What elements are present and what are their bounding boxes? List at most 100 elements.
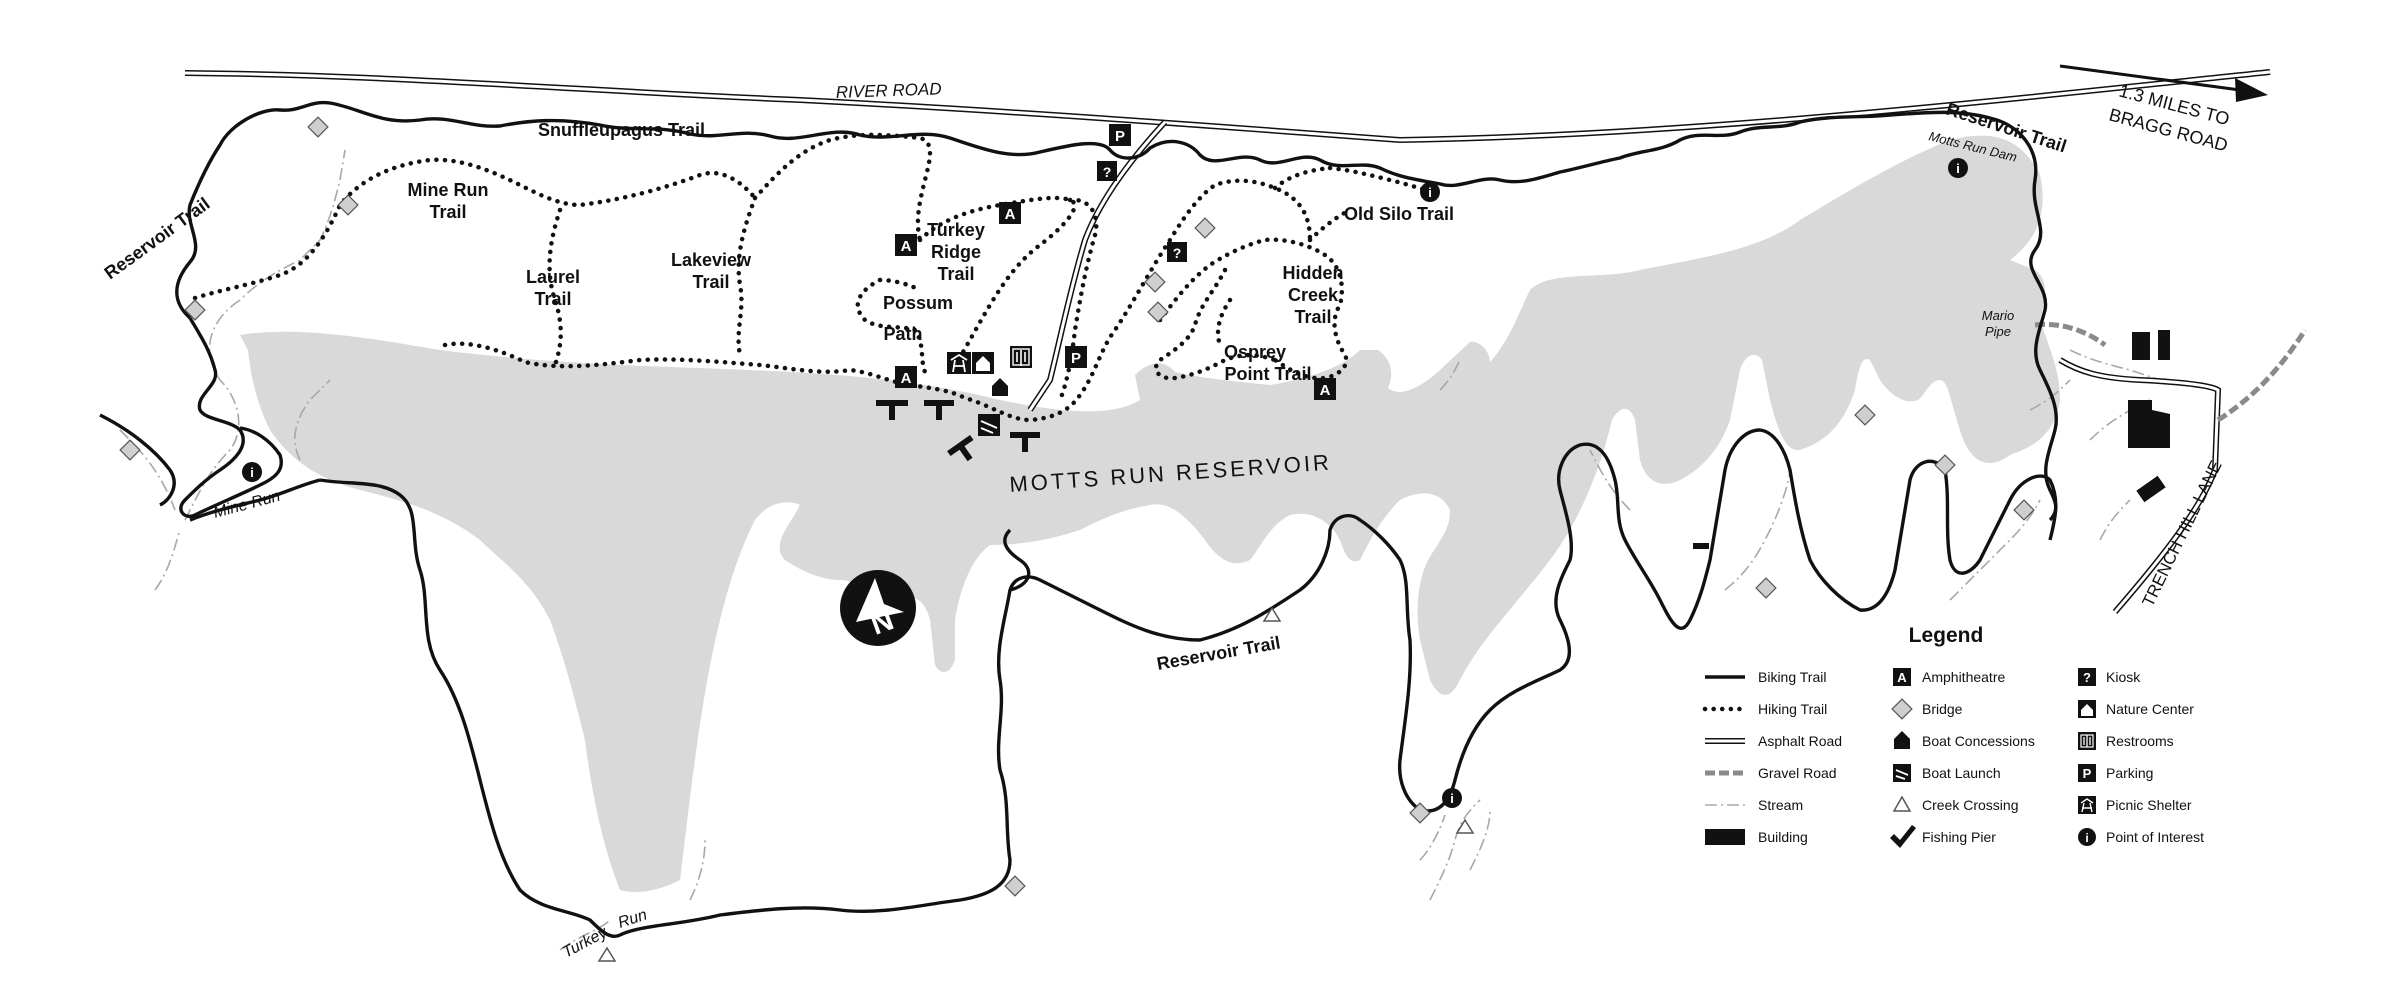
bridge-icon bbox=[1934, 454, 1956, 476]
svg-text:P: P bbox=[1071, 350, 1081, 367]
svg-text:Biking Trail: Biking Trail bbox=[1758, 669, 1826, 685]
svg-text:i: i bbox=[250, 465, 254, 480]
label-laurel-trail-2: Trail bbox=[534, 289, 571, 309]
fishing-pier-icon bbox=[1890, 825, 1916, 848]
trail-possum bbox=[855, 277, 928, 375]
point-of-interest-icon: i bbox=[242, 462, 262, 482]
svg-text:Point of Interest: Point of Interest bbox=[2106, 829, 2204, 845]
legend-item-bridge: Bridge bbox=[1891, 698, 1963, 720]
label-mario-pipe-1: Mario bbox=[1982, 308, 2015, 323]
north-arrow-icon: N bbox=[840, 570, 916, 646]
trail-turkey-ridge bbox=[917, 195, 1099, 403]
fishing-pier-icon bbox=[947, 435, 974, 462]
label-lakeview-trail-2: Trail bbox=[692, 272, 729, 292]
legend-item-nature-center: Nature Center bbox=[2078, 700, 2194, 718]
label-hidden-creek-trail-3: Trail bbox=[1294, 307, 1331, 327]
kiosk-icon: ? bbox=[1097, 161, 1117, 181]
boat-concessions-icon bbox=[992, 378, 1008, 396]
label-hidden-creek-trail-2: Creek bbox=[1288, 285, 1339, 305]
legend-item-boat-concessions: Boat Concessions bbox=[1894, 731, 2035, 749]
trail-shore-hike bbox=[442, 165, 1333, 423]
svg-text:Parking: Parking bbox=[2106, 765, 2153, 781]
stream-mine-branch bbox=[294, 379, 331, 461]
svg-text:Picnic Shelter: Picnic Shelter bbox=[2106, 797, 2192, 813]
legend-item-parking: P Parking bbox=[2078, 764, 2153, 782]
svg-text:i: i bbox=[2085, 831, 2088, 845]
svg-text:Boat Launch: Boat Launch bbox=[1922, 765, 2001, 781]
svg-text:Boat Concessions: Boat Concessions bbox=[1922, 733, 2035, 749]
bragg-road-arrowhead bbox=[2235, 78, 2268, 102]
bridge-icon bbox=[1891, 698, 1913, 720]
buildings bbox=[1693, 330, 2170, 549]
svg-text:Gravel Road: Gravel Road bbox=[1758, 765, 1837, 781]
svg-text:?: ? bbox=[1103, 164, 1112, 180]
amphitheatre-icon: A bbox=[1314, 378, 1336, 400]
bridge-icon bbox=[2013, 499, 2035, 521]
svg-text:?: ? bbox=[2083, 670, 2091, 685]
bridge-icon bbox=[337, 194, 359, 216]
trail-laurel bbox=[547, 207, 564, 368]
river-road bbox=[184, 69, 2271, 144]
creek-crossing-icon bbox=[1892, 795, 1912, 812]
svg-text:A: A bbox=[1897, 670, 1907, 685]
legend-item-fishing-pier: Fishing Pier bbox=[1890, 825, 1996, 848]
legend-item-stream: Stream bbox=[1705, 797, 1803, 813]
amphitheatre-icon: A bbox=[999, 202, 1021, 224]
legend-title: Legend bbox=[1909, 624, 1984, 647]
gravel-road-east bbox=[2216, 328, 2308, 423]
fishing-pier-icon bbox=[876, 400, 908, 420]
trail-reservoir-west bbox=[99, 317, 283, 518]
restrooms-icon bbox=[1010, 346, 1032, 368]
svg-text:P: P bbox=[1115, 128, 1125, 145]
svg-text:Asphalt Road: Asphalt Road bbox=[1758, 733, 1842, 749]
bridge-icon bbox=[1144, 271, 1166, 293]
label-osprey-point-trail-1: Osprey bbox=[1224, 342, 1286, 362]
stream-mine-run bbox=[184, 149, 346, 521]
amphitheatre-icon: A bbox=[895, 366, 917, 388]
bragg-road-arrow bbox=[2059, 64, 2241, 92]
trail-snuffleupagus bbox=[175, 100, 2058, 522]
trail-reservoir-southwest bbox=[189, 478, 321, 522]
bridge-icon bbox=[1004, 875, 1026, 897]
stream-south-creek bbox=[1419, 799, 1491, 901]
svg-text:A: A bbox=[901, 238, 912, 255]
hiking-trails bbox=[192, 132, 1438, 423]
svg-text:Hiking Trail: Hiking Trail bbox=[1758, 701, 1827, 717]
stream-mine-run-2 bbox=[119, 429, 181, 591]
reservoir-water bbox=[240, 135, 2060, 892]
boat-launch-icon bbox=[978, 414, 1000, 436]
bridge-icon bbox=[184, 299, 206, 321]
svg-text:Nature Center: Nature Center bbox=[2106, 701, 2194, 717]
stream-turkey-run bbox=[559, 839, 706, 951]
fishing-piers bbox=[876, 400, 1040, 462]
svg-text:i: i bbox=[1450, 791, 1454, 806]
label-mario-pipe-2: Pipe bbox=[1985, 324, 2011, 339]
bridge-icon bbox=[119, 439, 141, 461]
svg-text:Bridge: Bridge bbox=[1922, 701, 1963, 717]
svg-text:A: A bbox=[1005, 206, 1016, 223]
kiosk-icon: ? bbox=[1167, 242, 1187, 262]
trail-turkey-run-loop bbox=[1003, 528, 1031, 592]
nature-center-icon bbox=[972, 352, 994, 374]
legend-item-biking-trail: Biking Trail bbox=[1705, 669, 1826, 685]
trail-old-silo bbox=[1327, 165, 1438, 195]
label-laurel-trail-1: Laurel bbox=[526, 267, 580, 287]
svg-text:?: ? bbox=[1173, 245, 1182, 261]
legend-item-amphitheatre: A Amphitheatre bbox=[1893, 668, 2005, 686]
trail-hidden-creek bbox=[1157, 207, 1353, 381]
svg-text:i: i bbox=[1956, 161, 1960, 176]
picnic-shelter-icon bbox=[947, 352, 971, 374]
label-river-road: RIVER ROAD bbox=[835, 79, 941, 102]
bridge-icon bbox=[1194, 217, 1216, 239]
building bbox=[2128, 400, 2170, 448]
amphitheatre-icon bbox=[1893, 668, 1911, 686]
building bbox=[2158, 330, 2170, 360]
building bbox=[2132, 332, 2150, 360]
boat-concessions-icon bbox=[1894, 731, 1910, 749]
trail-osprey bbox=[1153, 267, 1278, 381]
parking-icon: P bbox=[1109, 124, 1131, 146]
legend-item-creek-crossing: Creek Crossing bbox=[1892, 795, 2018, 813]
legend-item-boat-launch: Boat Launch bbox=[1893, 764, 2001, 782]
label-snuffleupagus-trail: Snuffleupagus Trail bbox=[538, 120, 705, 140]
point-of-interest-icon: i bbox=[1420, 182, 1440, 202]
